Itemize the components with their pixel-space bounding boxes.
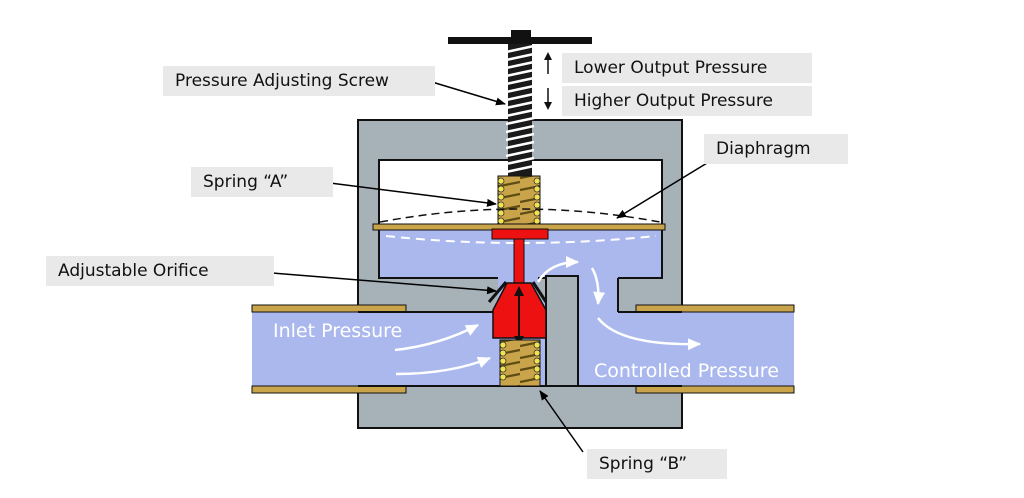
leader-lines (271, 81, 713, 453)
outlet-flow-arrow-right (597, 317, 701, 351)
orifice-seat (487, 281, 548, 303)
diaphragm-leader (616, 159, 713, 219)
controlled-pressure-text: Controlled Pressure (594, 360, 779, 382)
pressure-adjusting-screw (448, 30, 592, 182)
flow-arrows (394, 256, 701, 376)
adjust-direction-arrows (544, 52, 552, 110)
lower-output-pressure-label: Lower Output Pressure (562, 53, 812, 83)
adjustable-orifice-label: Adjustable Orifice (46, 256, 274, 286)
diaphragm-label: Diaphragm (704, 134, 848, 164)
outlet-flow-arrow-down (590, 267, 606, 305)
outlet-pipe (635, 304, 795, 394)
inlet-pipe (251, 304, 407, 394)
inlet-pressure-text: Inlet Pressure (273, 320, 403, 342)
spring-b (499, 339, 541, 387)
spring-b-leader (539, 390, 584, 453)
spring-a (497, 175, 541, 227)
pressure-adjusting-screw-label: Pressure Adjusting Screw (163, 66, 435, 96)
divider-wall (545, 275, 579, 387)
orifice-flow-arrow (536, 256, 579, 283)
spring-a-label: Spring “A” (191, 167, 333, 197)
spring-b-label: Spring “B” (587, 449, 727, 479)
higher-output-pressure-label: Higher Output Pressure (562, 86, 812, 116)
outlet-passage (578, 276, 682, 386)
screw-leader (431, 81, 506, 106)
inlet-flow-arrow-2 (395, 356, 491, 376)
spring-a-leader (329, 182, 497, 207)
orifice-leader (271, 272, 497, 295)
inlet-flow-arrow-1 (394, 323, 479, 352)
